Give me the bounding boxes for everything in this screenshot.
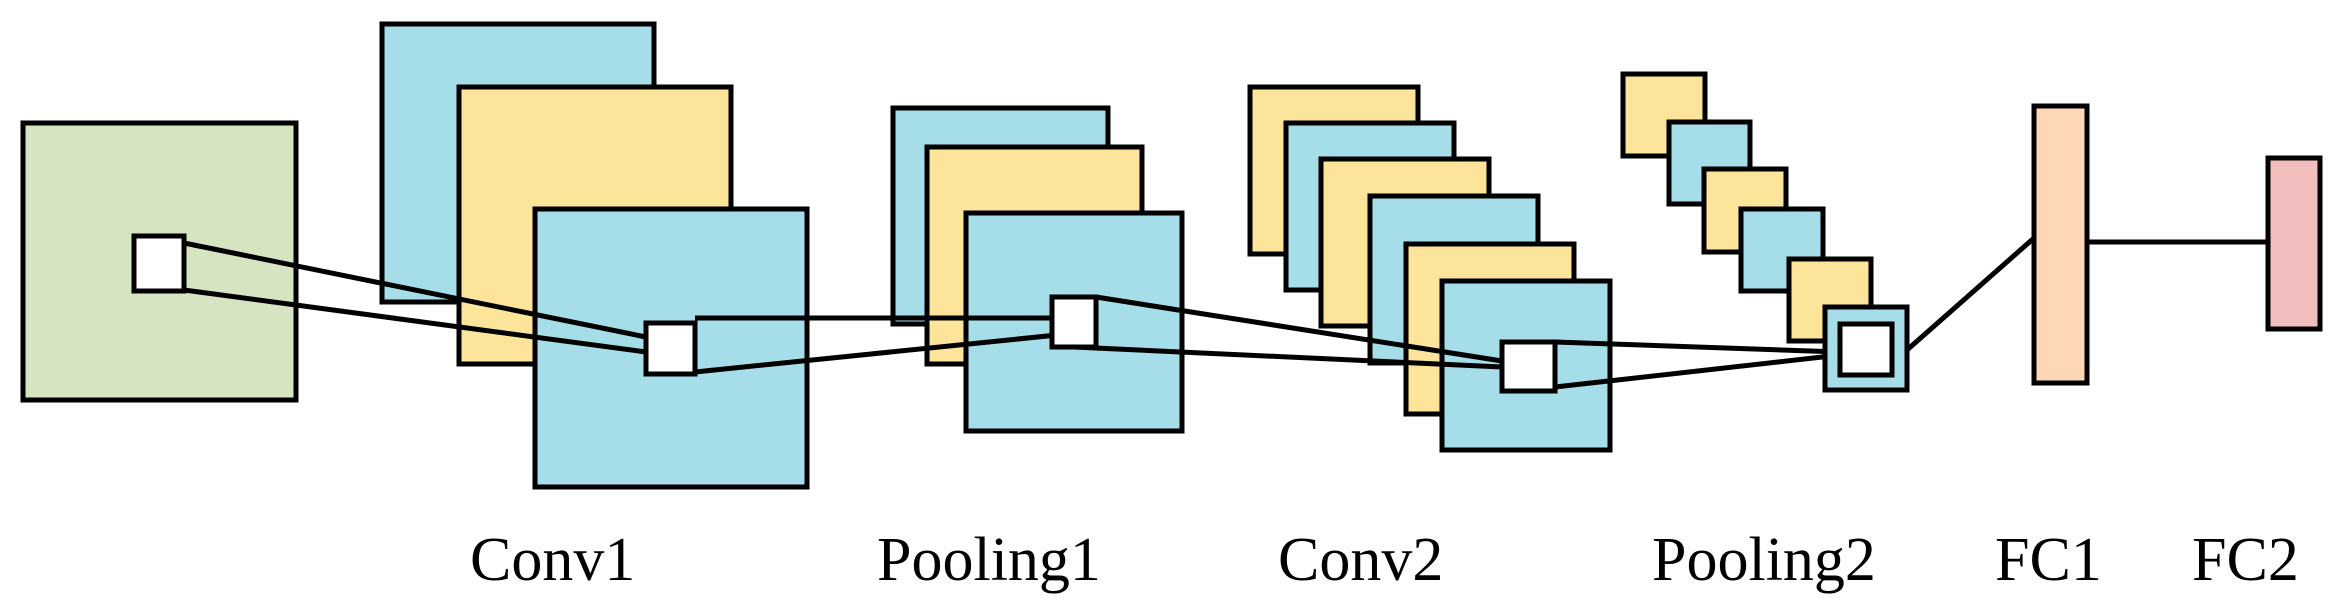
kernel-square-conv1	[643, 320, 698, 377]
label-conv2: Conv2	[1278, 526, 1443, 594]
fc2-layer	[2265, 155, 2323, 332]
connector-line	[1905, 236, 2036, 352]
connector-line	[694, 328, 1097, 375]
connector-line	[183, 287, 647, 355]
connector-line	[1051, 343, 1503, 370]
kernel-square-pooling1	[1049, 294, 1099, 350]
label-conv1: Conv1	[470, 526, 635, 594]
kernel-square-input	[131, 233, 187, 294]
label-fc1: FC1	[1995, 526, 2102, 594]
fc1-layer	[2031, 103, 2090, 386]
label-fc2: FC2	[2192, 526, 2299, 594]
connector-line	[1554, 339, 1841, 355]
label-pooling1: Pooling1	[877, 526, 1101, 594]
connector-line	[1554, 352, 1841, 390]
label-pooling2: Pooling2	[1652, 526, 1876, 594]
connector-line	[1095, 294, 1503, 364]
kernel-square-conv2	[1499, 339, 1558, 394]
kernel-square-pooling2-inner	[1837, 321, 1895, 378]
connector-line	[183, 240, 647, 340]
